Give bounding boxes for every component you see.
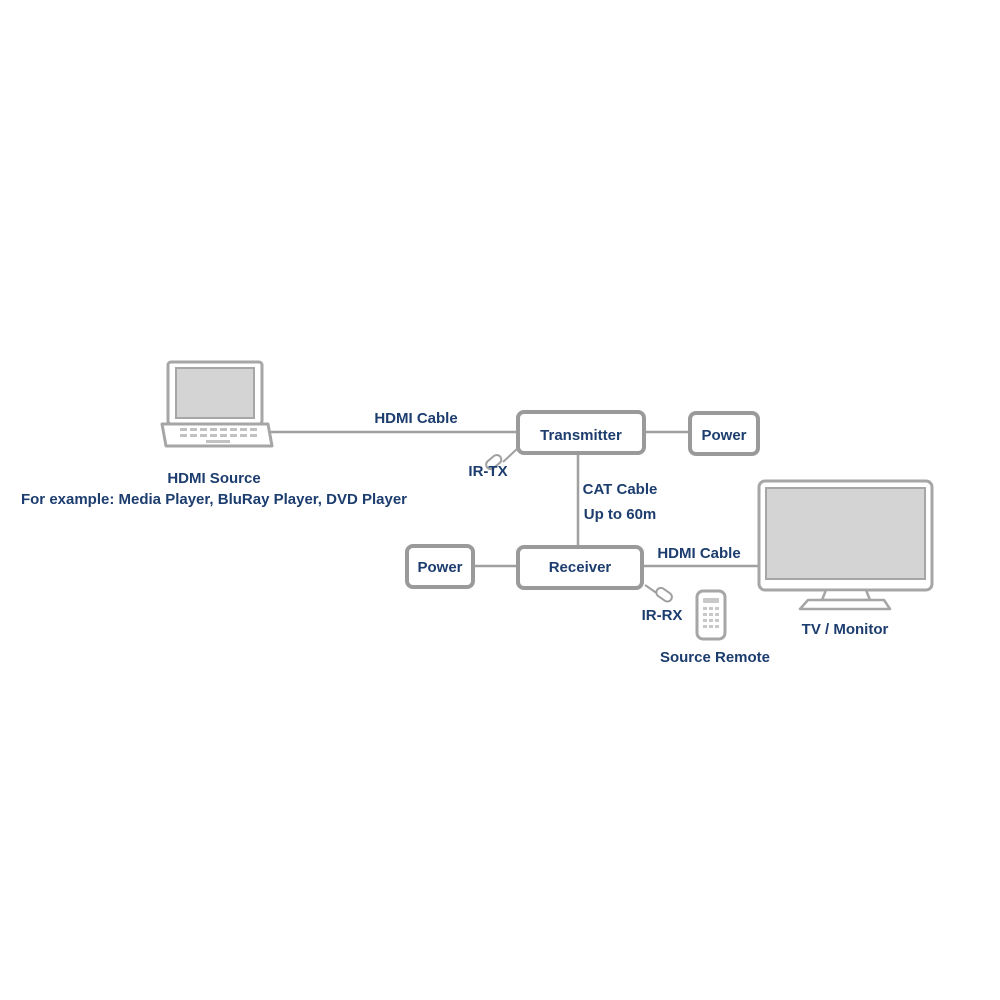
power-tx-label: Power: [701, 427, 746, 444]
monitor-icon: [757, 479, 934, 611]
receiver-box: Receiver: [516, 545, 644, 590]
cat-cable-label: CAT Cable: [583, 481, 658, 498]
power-box-rx: Power: [405, 544, 475, 589]
cat-length-label: Up to 60m: [584, 506, 657, 523]
monitor-label: TV / Monitor: [802, 621, 889, 638]
remote-control-icon: [695, 589, 727, 641]
transmitter-box: Transmitter: [516, 410, 646, 455]
hdmi-cable-out-label: HDMI Cable: [657, 545, 740, 562]
source-title: HDMI Source: [167, 470, 260, 487]
ir-tx-sensor-icon: [485, 447, 519, 471]
receiver-label: Receiver: [549, 559, 612, 576]
remote-label: Source Remote: [660, 649, 770, 666]
hdmi-cable-in-label: HDMI Cable: [374, 410, 457, 427]
ir-rx-sensor-icon: [644, 584, 673, 603]
ir-rx-label: IR-RX: [642, 607, 683, 624]
transmitter-label: Transmitter: [540, 427, 622, 444]
cables: [268, 430, 760, 568]
ir-tx-label: IR-TX: [468, 463, 507, 480]
power-box-tx: Power: [688, 411, 760, 456]
source-subtitle: For example: Media Player, BluRay Player…: [21, 491, 407, 508]
power-rx-label: Power: [417, 559, 462, 576]
laptop-icon: [160, 360, 274, 448]
